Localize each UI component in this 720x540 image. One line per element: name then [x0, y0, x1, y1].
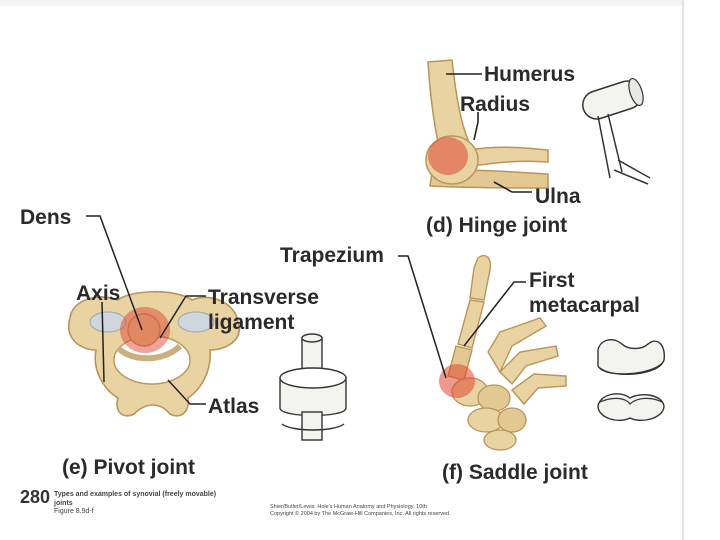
caption-saddle-joint: (f) Saddle joint — [442, 461, 588, 484]
label-transverse-line2: ligament — [208, 311, 295, 334]
figure-title-line2: joints — [54, 500, 73, 507]
label-atlas: Atlas — [208, 395, 260, 418]
page-top-edge — [0, 0, 682, 6]
figure-title-line1: Types and examples of synovial (freely m… — [54, 491, 217, 498]
page-right-edge — [682, 0, 684, 540]
caption-hinge-joint: (d) Hinge joint — [426, 214, 568, 237]
label-first-line1: First — [529, 269, 575, 292]
label-ulna: Ulna — [535, 185, 581, 208]
pivot-mechanical-model — [279, 333, 347, 441]
hinge-joint-illustration — [425, 59, 549, 193]
credit-line1: Shier/Butler/Lewis: Hole's Human Anatomy… — [270, 504, 427, 510]
label-axis: Axis — [76, 282, 121, 305]
saddle-mechanical-model — [597, 339, 665, 422]
saddle-joint-illustration — [398, 254, 567, 451]
credit-line2: Copyright © 2004 by The McGraw-Hill Comp… — [270, 511, 451, 517]
label-radius: Radius — [460, 93, 531, 116]
label-transverse-line1: Transverse — [208, 286, 319, 309]
label-trapezium: Trapezium — [280, 244, 384, 267]
label-dens: Dens — [20, 206, 72, 229]
label-first-line2: metacarpal — [529, 294, 640, 317]
page-number: 280 — [20, 487, 51, 507]
caption-pivot-joint: (e) Pivot joint — [62, 456, 195, 479]
hinge-mechanical-model — [582, 77, 651, 185]
pivot-joint-illustration — [67, 215, 240, 417]
figure-reference: Figure 8.9d-f — [54, 508, 94, 515]
label-humerus: Humerus — [484, 63, 576, 86]
